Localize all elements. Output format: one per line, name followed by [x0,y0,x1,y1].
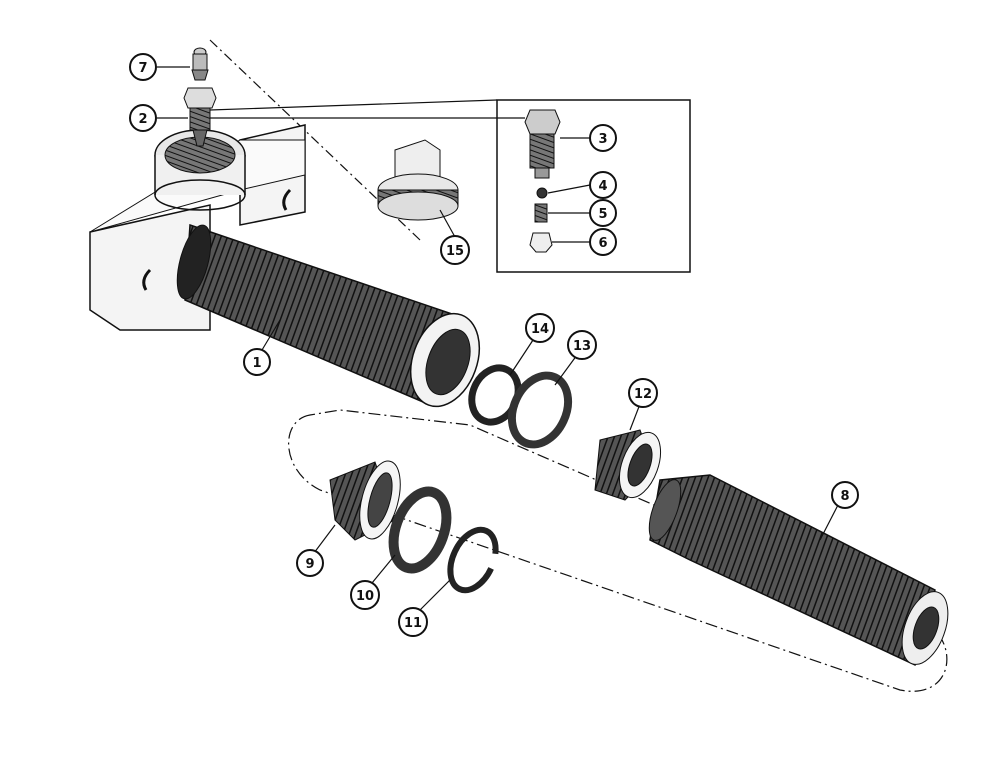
callout-5: 5 [589,199,617,227]
callout-2: 2 [129,104,157,132]
callout-label: 5 [598,207,607,222]
callout-10: 10 [350,580,380,610]
callout-1: 1 [243,348,271,376]
plug [377,139,459,221]
seal-ring-10 [388,486,452,574]
bushing-12 [594,429,662,501]
callout-15: 15 [440,235,470,265]
callout-14: 14 [525,313,555,343]
callout-label: 2 [138,112,147,127]
callout-label: 6 [598,236,607,251]
grease-fitting [191,47,209,81]
callout-label: 3 [598,132,607,147]
callout-label: 15 [446,244,464,259]
bushing-9 [329,460,401,541]
piston-rod [648,474,949,667]
callout-3: 3 [589,124,617,152]
callout-label: 14 [531,322,549,337]
callout-4: 4 [589,171,617,199]
relief-fitting [183,87,217,147]
callout-label: 12 [634,387,652,402]
housing-block [89,124,306,331]
cylinder-barrel [176,223,481,408]
callout-label: 7 [138,61,147,76]
seal-ring-13 [507,371,573,449]
callout-9: 9 [296,549,324,577]
callout-7: 7 [129,53,157,81]
snap-ring-11 [447,526,499,594]
callout-label: 9 [305,557,314,572]
callout-label: 8 [840,489,849,504]
callout-13: 13 [567,330,597,360]
callout-label: 1 [252,356,261,371]
callout-label: 13 [573,339,591,354]
callout-6: 6 [589,228,617,256]
callout-leaders [157,66,839,611]
callout-12: 12 [628,378,658,408]
callout-8: 8 [831,481,859,509]
callout-label: 4 [598,179,607,194]
callout-label: 11 [404,616,422,631]
callout-label: 10 [356,589,374,604]
callout-11: 11 [398,607,428,637]
